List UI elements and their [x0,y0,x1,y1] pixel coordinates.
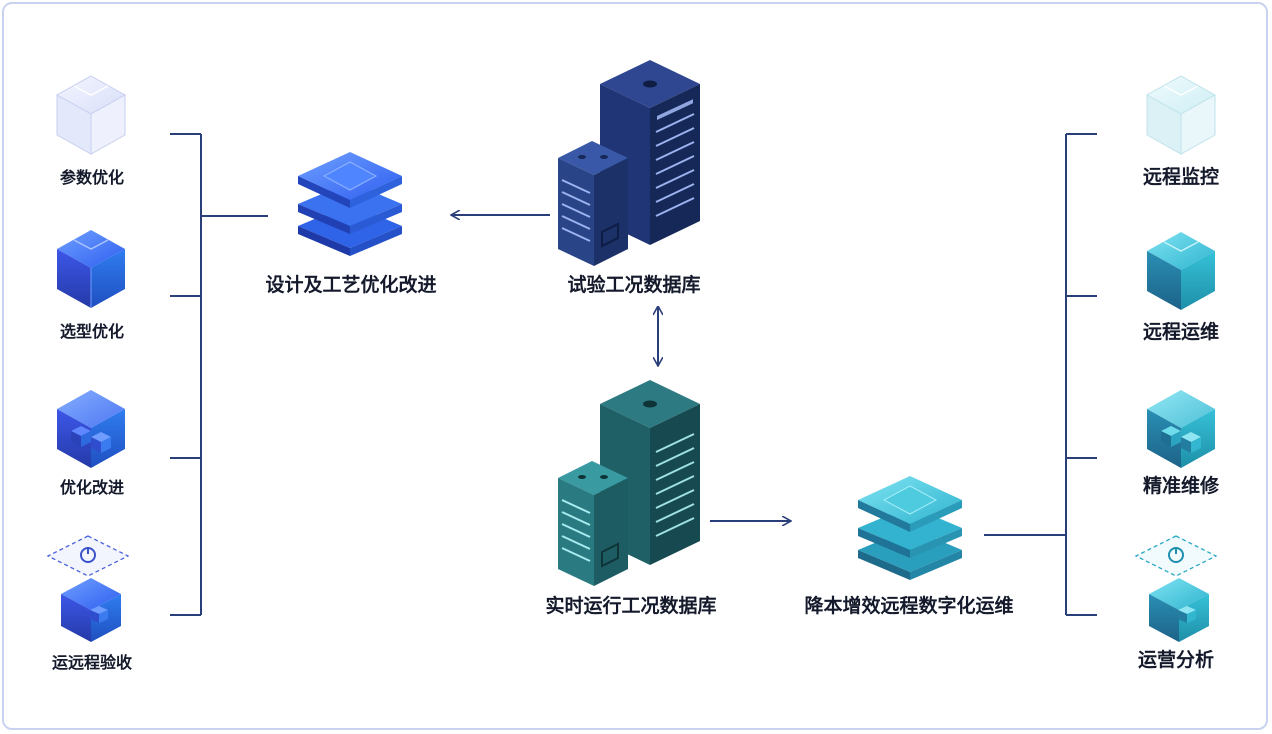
design-label: 设计及工艺优化改进 [265,274,437,296]
realtime-db-server-icon [558,380,700,586]
right-label-monitor: 远程监控 [1142,166,1220,188]
realtime-db-label: 实时运行工况数据库 [545,595,717,617]
repair-cluster-icon [1147,390,1215,468]
right-label-maintain: 远程运维 [1142,321,1220,343]
left-label-select: 选型优化 [59,322,125,341]
select-cube-icon [57,230,125,308]
test-db-server-icon [558,60,700,266]
left-label-param: 参数优化 [59,168,125,187]
right-bracket [984,133,1097,616]
monitor-cube-icon [1145,75,1217,155]
improve-cluster-icon [57,390,125,468]
arrows [452,215,790,521]
test-db-label: 试验工况数据库 [567,274,701,296]
cost-layer-stack-icon [858,476,962,580]
left-label-improve: 优化改进 [59,478,125,497]
left-label-accept: 运远程验收 [51,653,133,672]
design-layer-stack-icon [298,152,402,256]
right-label-repair: 精准维修 [1142,475,1220,497]
accept-power-icon [46,535,130,642]
analysis-power-icon [1134,535,1218,642]
left-bracket [170,133,268,616]
cost-label: 降本增效远程数字化运维 [804,595,1014,617]
maintain-cube-icon [1147,232,1215,310]
right-label-analysis: 运营分析 [1137,649,1215,671]
param-cube-icon [55,75,127,155]
